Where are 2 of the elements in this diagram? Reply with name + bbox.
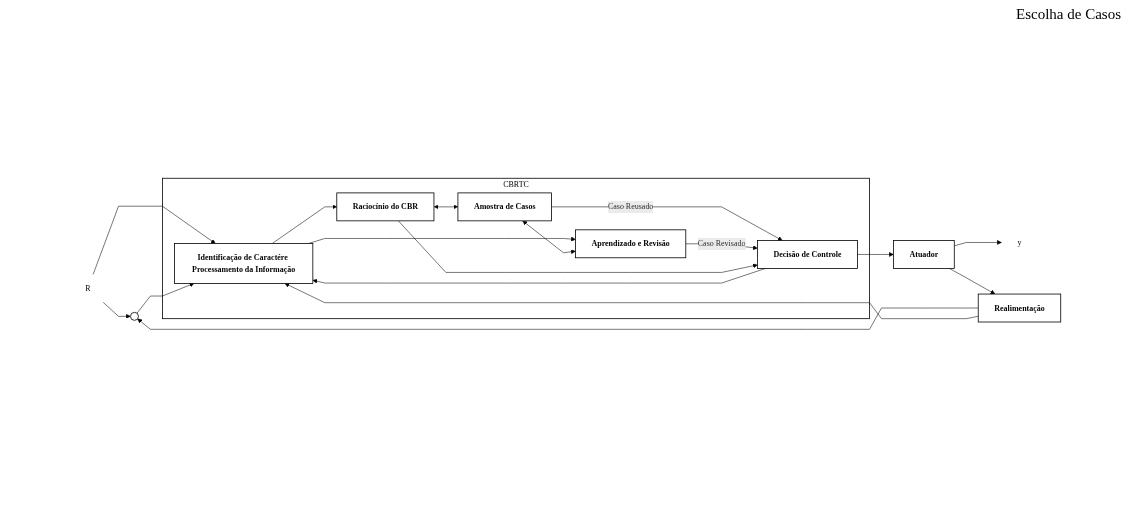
node-circle [129,311,139,321]
switch-label: Escolha de Casos [1016,6,1121,23]
